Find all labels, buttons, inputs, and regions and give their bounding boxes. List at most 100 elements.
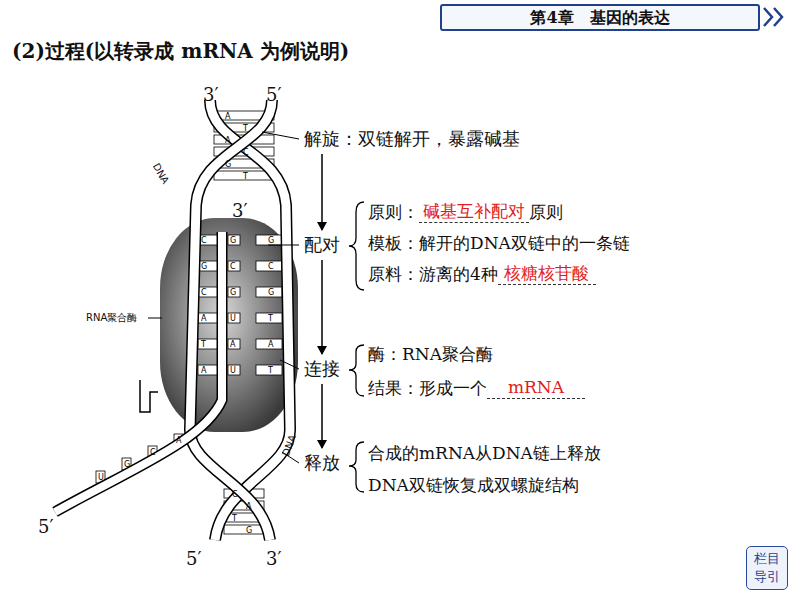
label-text: 合成的mRNA从DNA链上释放 [368, 442, 601, 464]
text-row: 原则：碱基互补配对原则 [368, 200, 563, 223]
base-letter: G [201, 262, 207, 271]
label-text: 原料：游离的4种 [368, 263, 498, 285]
base-letter: A [201, 314, 206, 323]
base-letter: U [98, 473, 104, 482]
base-letter: A [225, 112, 230, 121]
base-rung [198, 339, 218, 349]
strand-end: 5′ [266, 84, 282, 105]
rna-polymerase-shape [160, 218, 298, 432]
base-letter: G [230, 236, 236, 245]
base-letter: A [201, 366, 206, 375]
base-letter: U [230, 314, 236, 323]
curly-brackets [349, 202, 364, 492]
base-rung [256, 313, 282, 323]
nav-button: 栏目 导引 [746, 546, 788, 590]
base-letter: G [124, 460, 130, 469]
base-rung [228, 287, 240, 297]
node-text: 解旋：双链解开，暴露碱基 [304, 128, 520, 150]
flow-arrow [321, 260, 323, 354]
flow-arrow [321, 384, 323, 448]
node-text: 配对 [304, 234, 340, 256]
text-row: 结果：形成一个mRNA [368, 376, 585, 399]
base-rung [96, 471, 105, 483]
node-text: 释放 [304, 452, 340, 474]
label-text: 模板：解开的DNA双链中的一条链 [368, 232, 630, 254]
text-row: DNA双链恢复成双螺旋结构 [368, 474, 579, 496]
header-chevrons [764, 8, 782, 26]
node-text: 连接 [304, 358, 340, 380]
base-letter: T [201, 340, 206, 349]
base-letter: G [268, 288, 274, 297]
base-rung [224, 525, 264, 534]
text-row: 原料：游离的4种核糖核苷酸 [368, 262, 596, 285]
step-label: 配对 [302, 234, 342, 256]
step-label: 连接 [302, 358, 342, 380]
answer-text: mRNA [487, 376, 585, 399]
label-text: 酶：RNA聚合酶 [368, 343, 493, 365]
base-rung [214, 171, 274, 180]
base-letter: C [230, 262, 236, 271]
text-row: 酶：RNA聚合酶 [368, 343, 493, 365]
base-letter: A [176, 436, 181, 445]
base-rung [228, 261, 240, 271]
strand-end: 3′ [203, 84, 219, 105]
chapter-header: 第4章 基因的表达 [440, 4, 760, 31]
base-letter: A [246, 502, 251, 511]
base-letter: C [268, 262, 274, 271]
strand-end: 3′ [232, 200, 248, 221]
label-text: 原则 [529, 201, 563, 223]
base-rung [198, 235, 218, 245]
base-rung [256, 235, 282, 245]
base-letter: G [246, 526, 252, 535]
slide-title: (2)过程(以转录成 mRNA 为例说明) [12, 38, 349, 65]
label-text: DNA双链恢复成双螺旋结构 [368, 474, 579, 496]
base-rung [228, 313, 240, 323]
base-letter: C [232, 490, 238, 499]
text-row: 合成的mRNA从DNA链上释放 [368, 442, 601, 464]
base-rung [122, 458, 131, 470]
label-text: 原则： [368, 201, 419, 223]
node-text: 第4章 基因的表达 [442, 6, 758, 29]
strand-end: 3′ [266, 548, 282, 569]
dna-strands [55, 100, 290, 540]
base-rung [198, 261, 218, 271]
strand-end: 5′ [186, 548, 202, 569]
base-letter: T [243, 172, 248, 181]
base-letter: T [268, 314, 273, 323]
strand-end: 5′ [38, 516, 54, 537]
base-rung [198, 365, 218, 375]
dna-label: DNA [280, 433, 298, 457]
base-rung [228, 235, 240, 245]
base-rung [228, 339, 240, 349]
base-letter: A [230, 340, 235, 349]
flow-arrow [321, 154, 323, 230]
text-row: 模板：解开的DNA双链中的一条链 [368, 232, 630, 254]
base-letter: T [243, 124, 248, 133]
base-letter: C [150, 448, 156, 457]
base-letter: T [232, 514, 237, 523]
base-letter: C [201, 236, 207, 245]
base-rung [228, 365, 240, 375]
base-rung [256, 287, 282, 297]
dna-label: DNA [151, 161, 172, 186]
base-rung [198, 313, 218, 323]
enzyme-label: RNA聚合酶 [86, 311, 137, 325]
base-letter: U [230, 366, 236, 375]
answer-text: 核糖核苷酸 [498, 262, 596, 285]
step-label: 解旋：双链解开，暴露碱基 [302, 128, 522, 150]
base-letter: G [230, 288, 236, 297]
label-text: 结果：形成一个 [368, 377, 487, 399]
leader-lines [148, 132, 299, 463]
base-letter: C [243, 148, 249, 157]
base-rung [256, 339, 282, 349]
base-letter: G [268, 236, 274, 245]
base-letter: A [268, 340, 273, 349]
base-letter: C [201, 288, 207, 297]
base-rung [256, 365, 282, 375]
step-label: 释放 [302, 452, 342, 474]
base-rung [198, 287, 218, 297]
base-letter: T [268, 366, 273, 375]
node-text: 栏目 导引 [753, 550, 781, 586]
